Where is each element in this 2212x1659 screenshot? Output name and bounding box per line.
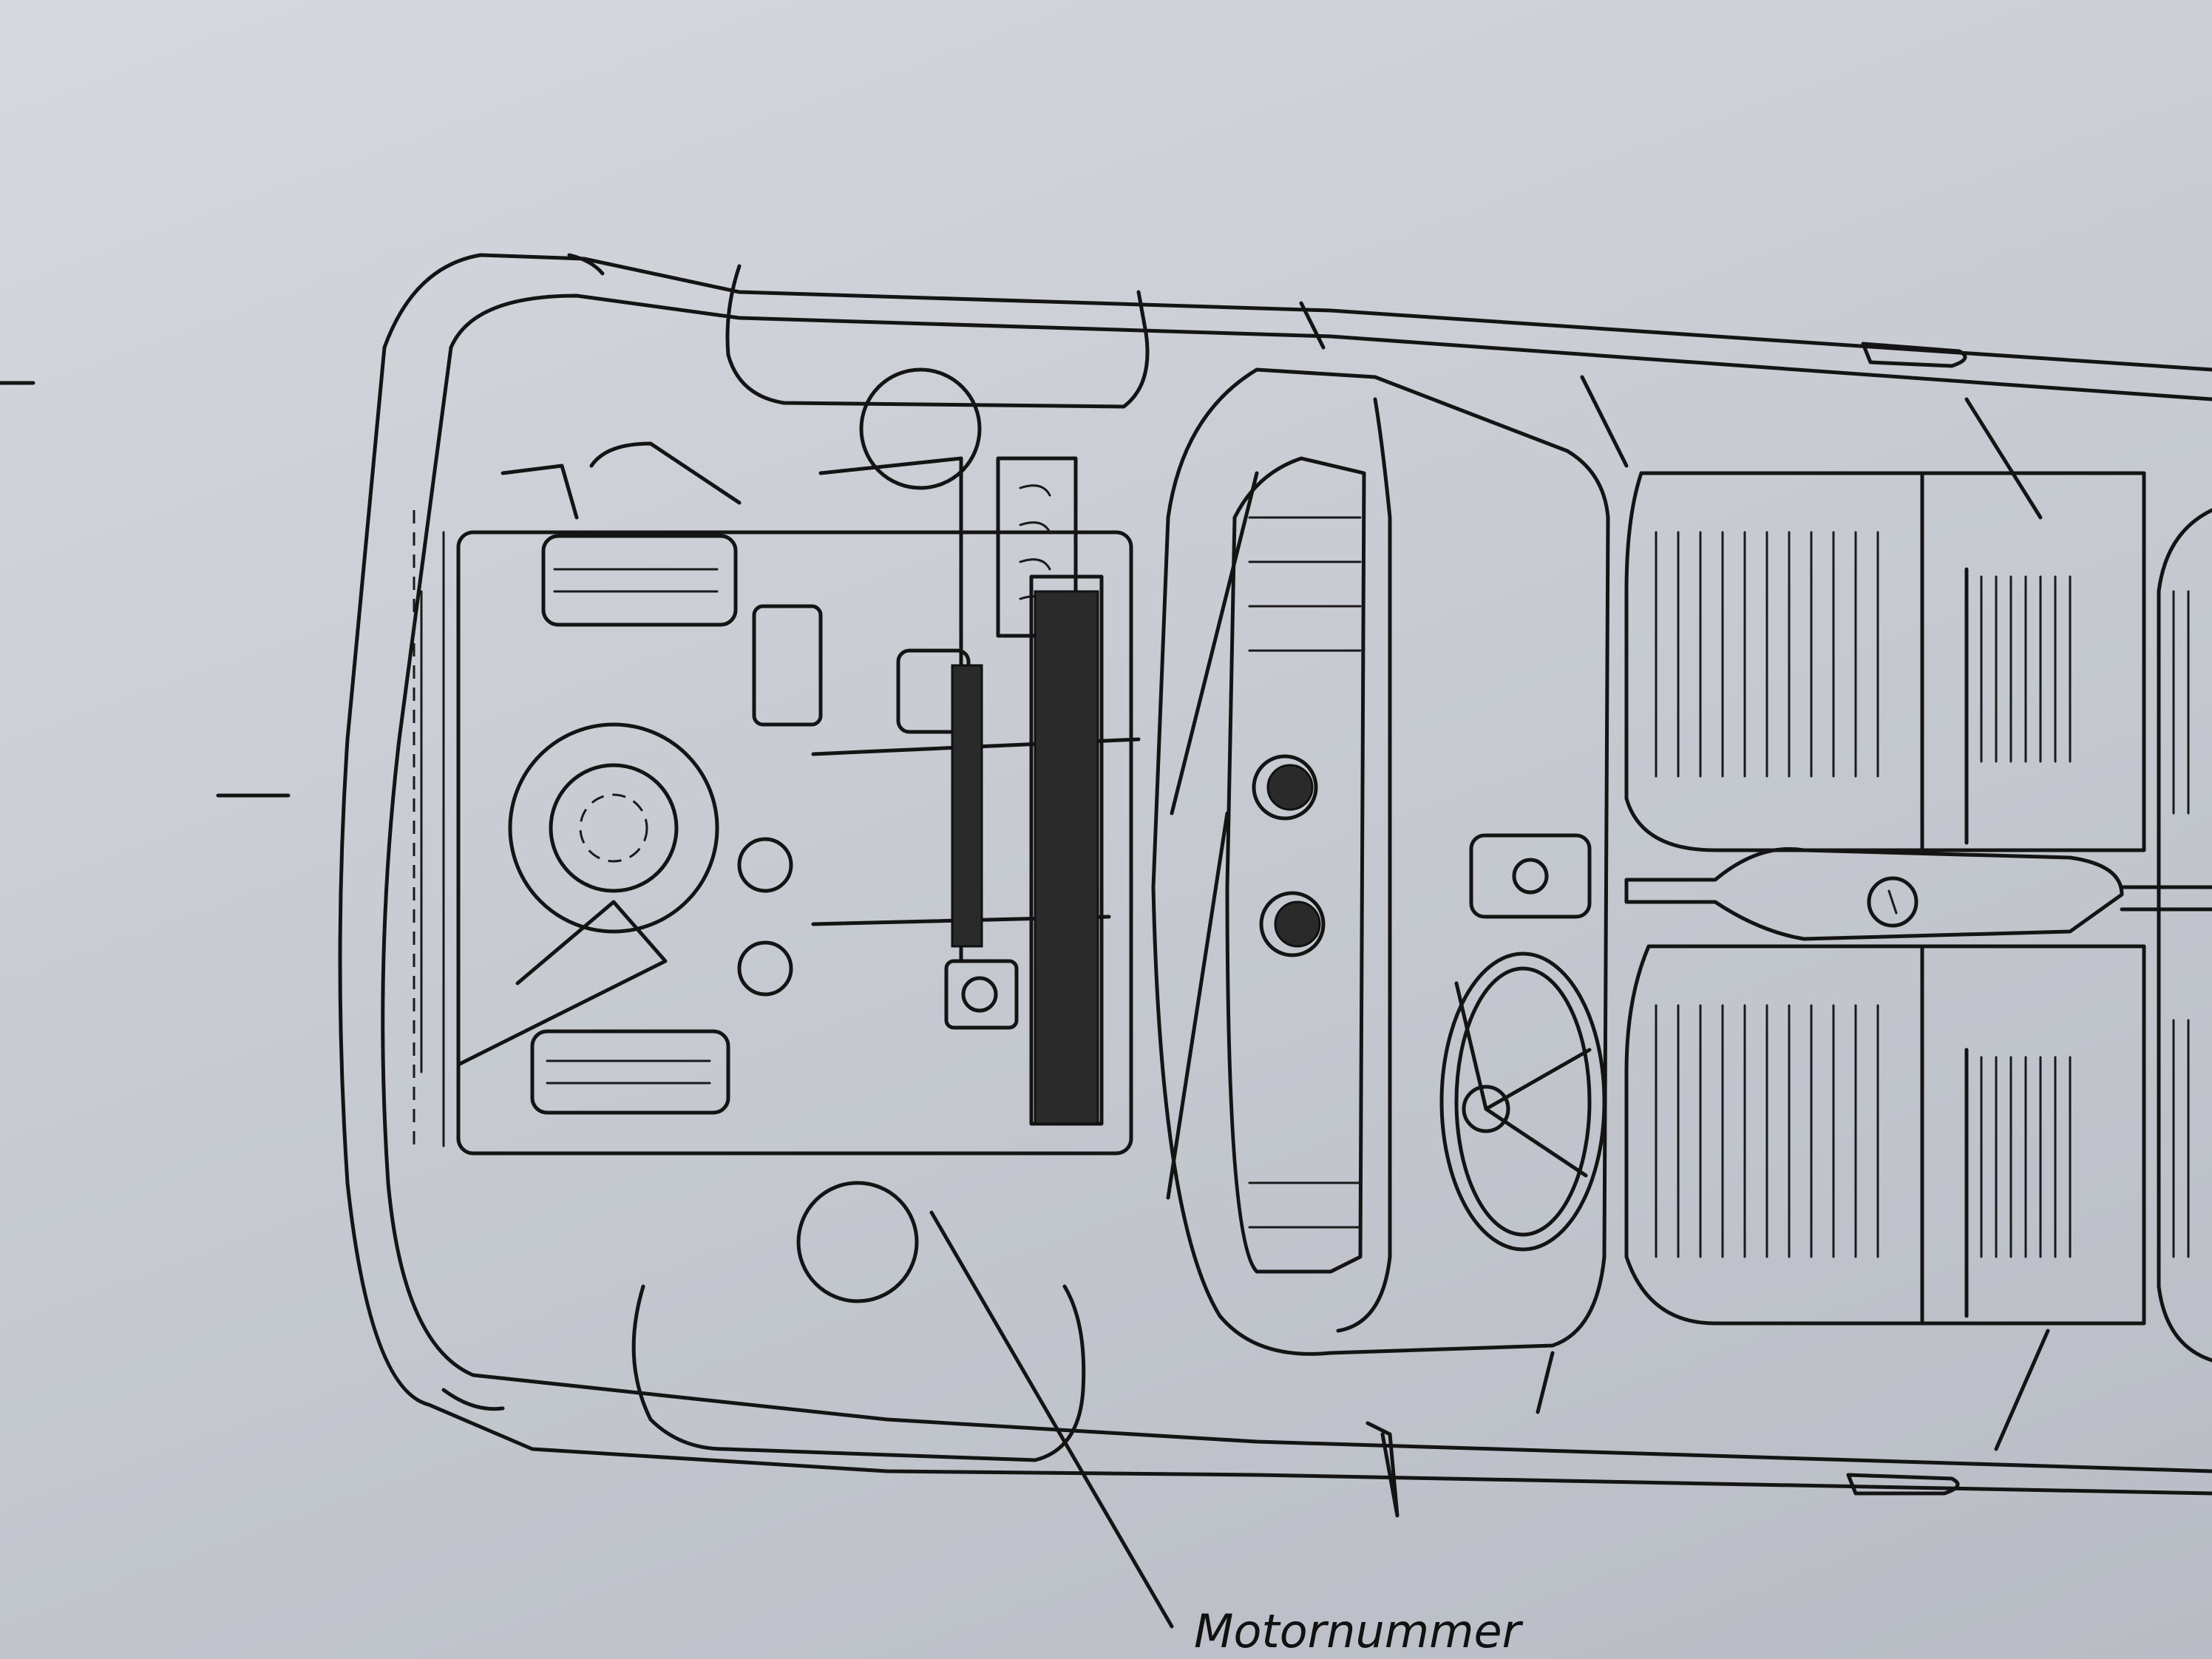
motornummer-label: Motornummer <box>1194 1604 1524 1658</box>
front-wheels <box>631 264 1150 1462</box>
car-body-outline <box>338 253 2212 1496</box>
steering-wheel <box>1439 951 1607 1252</box>
callout-leader-line <box>929 1210 1174 1629</box>
center-console <box>1624 847 2212 941</box>
front-seat-left <box>1624 471 2146 852</box>
rear-seat <box>2157 508 2212 1363</box>
radiator <box>951 574 1104 1126</box>
windshield-dashboard <box>1151 367 1610 1356</box>
door-frame <box>1299 301 2050 1518</box>
margin-ticks <box>0 381 291 798</box>
front-seat-right <box>1624 944 2146 1326</box>
